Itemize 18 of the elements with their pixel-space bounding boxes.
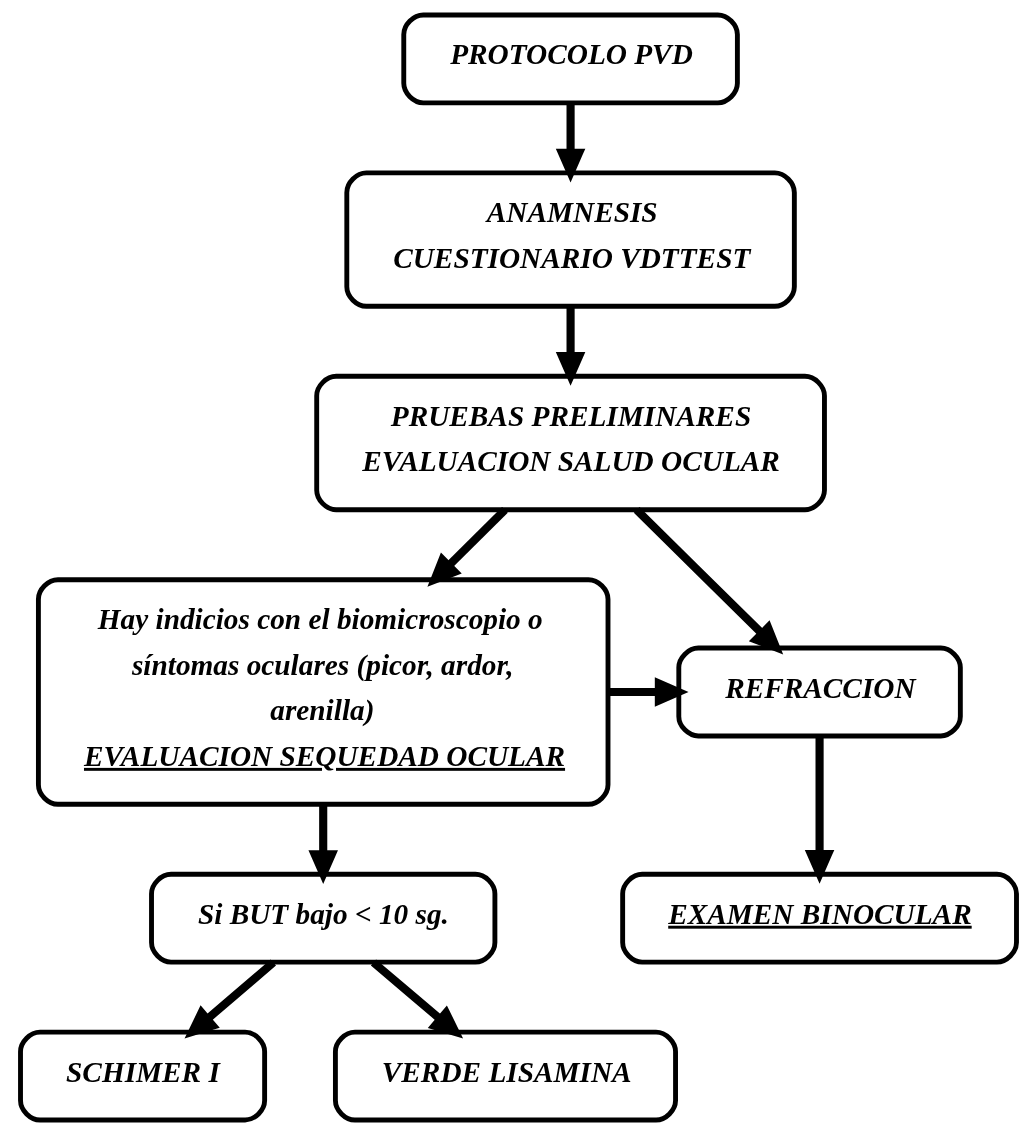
arrow <box>555 306 585 386</box>
node-box: REFRACCION <box>675 645 963 739</box>
node-box: PROTOCOLO PVD <box>400 12 740 106</box>
arrow <box>804 736 834 884</box>
arrow <box>607 677 689 707</box>
arrow <box>426 506 508 587</box>
node-box: EXAMEN BINOCULAR <box>619 871 1019 965</box>
arrow <box>184 959 276 1039</box>
node-box: VERDE LISAMINA <box>332 1029 678 1123</box>
arrow <box>307 804 338 884</box>
node-box: ANAMNESIS CUESTIONARIO VDTTEST <box>343 170 797 309</box>
node-box: SCHIMER I <box>17 1029 267 1123</box>
node-box: Hay indicios con el biomicroscopio o síntomas oculares (picor, ardor, arenilla) EVALUACION SEQUEDAD OCULAR <box>35 577 610 807</box>
arrow <box>633 506 783 655</box>
arrow <box>555 103 585 183</box>
arrow <box>370 959 463 1039</box>
node-box: PRUEBAS PRELIMINARES EVALUACION SALUD OCULAR <box>313 373 827 513</box>
node-box: Si BUT bajo < 10 sg. <box>148 871 497 965</box>
